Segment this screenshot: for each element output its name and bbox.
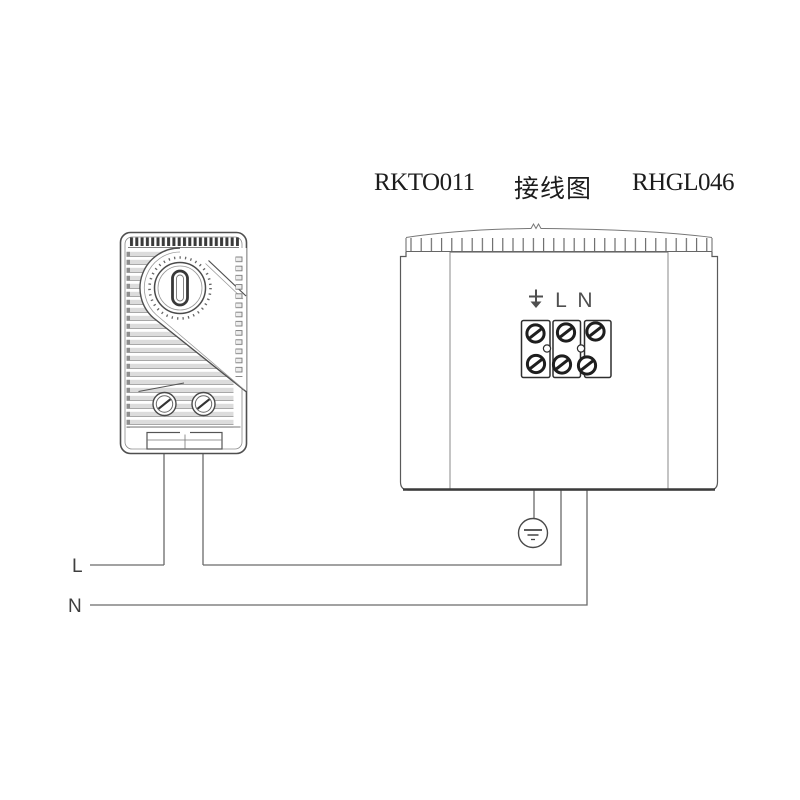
terminal-block-pin-left [542,344,552,353]
thermostat-device [119,231,248,455]
temperature-dial [148,256,212,320]
dial-inner-circle [157,265,203,311]
thermostat-dial-panel-inner-line [143,251,245,390]
switch-lever-line [138,382,185,392]
heater-neutral-label: N [577,289,592,312]
thermostat-dial-panel-outline [139,247,247,393]
screw-terminal-1-inner [155,395,174,413]
earth-ground-circle [517,517,549,549]
dial-knob [171,269,189,307]
screw-earth-bottom-slot [529,358,543,370]
din-clip [146,431,223,450]
thermostat-model-title: RKTO011 [374,169,475,196]
heater-device: L N [399,222,719,491]
thermostat-side-vents [235,255,244,377]
screw-earth-top-slot [528,327,543,340]
earth-ground-symbol [517,517,549,549]
din-clip-notch [180,431,190,435]
screw-neutral-bottom-slot [580,359,594,372]
earth-terminal-arrowhead [530,301,542,308]
dial-tick-ring [148,256,212,320]
thermostat-top-vents [129,237,239,247]
terminal-block-pin-right [576,344,586,353]
heater-top-curve [405,222,713,238]
screw-terminal-2-inner [194,395,213,413]
supply-neutral-label: N [68,596,82,617]
dial-knob-slot [176,274,184,302]
supply-live-label: L [72,556,83,577]
heater-terminal-labels: L N [529,289,593,312]
terminal-screws [525,321,606,376]
screw-live-top-slot [559,326,573,339]
screw-live-bottom-slot [555,358,569,371]
screw-neutral-top-slot [588,325,603,338]
screw-terminal-2-slot [196,398,211,410]
earth-terminal-icon [529,289,543,308]
diagram-title: 接线图 [514,176,593,203]
heater-terminal-block [520,319,612,379]
heater-fins-frame [405,238,713,252]
screw-terminal-1-slot [157,398,172,410]
din-clip-body [146,431,223,450]
heater-fins [406,238,712,252]
heater-live-label: L [555,289,567,312]
thermostat-terminal-screws [152,391,216,417]
heater-model-title: RHGL046 [632,169,735,196]
